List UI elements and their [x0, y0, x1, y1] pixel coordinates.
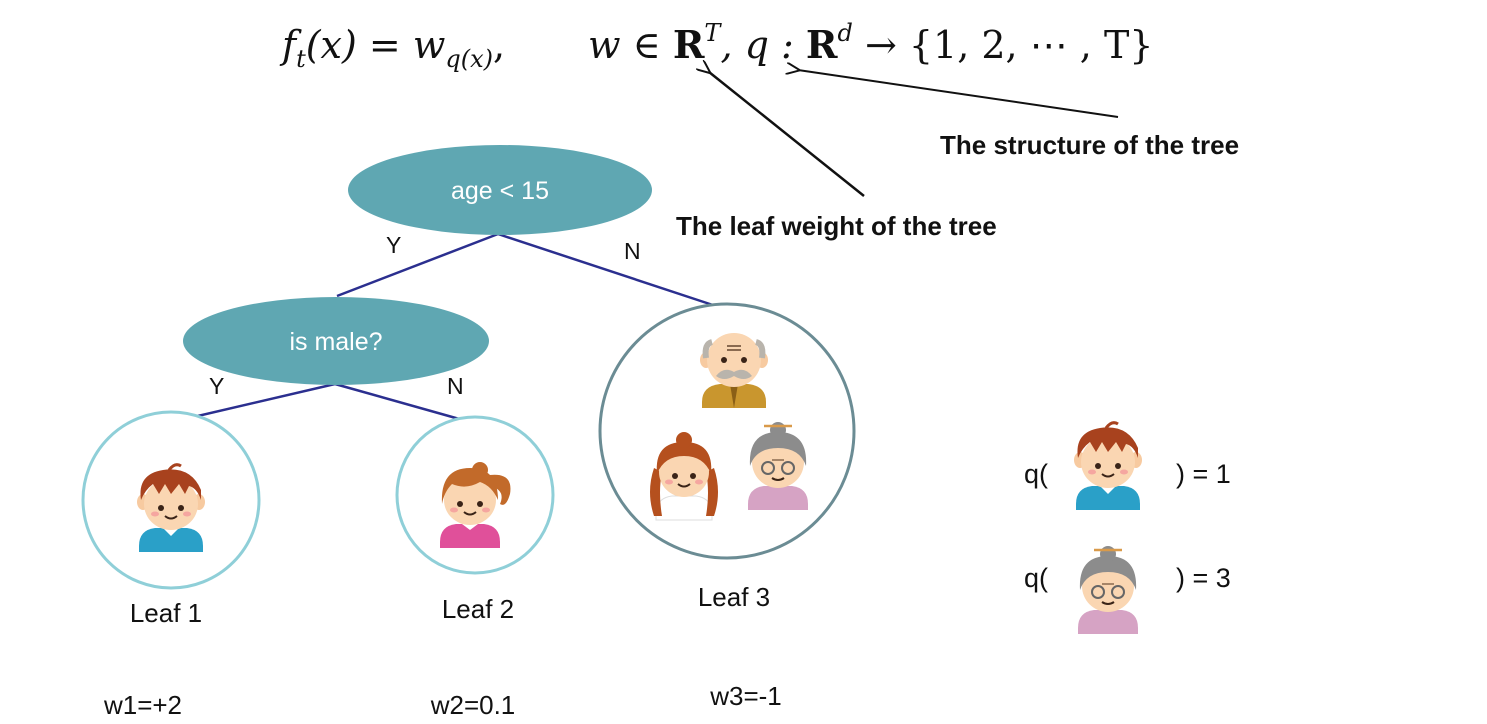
- example-1-suffix: ) = 1: [1176, 459, 1231, 489]
- formula-comma: ,: [493, 23, 505, 67]
- structure-annotation: The structure of the tree: [940, 130, 1239, 160]
- formula-lhs-arg: (x) = w: [306, 23, 446, 67]
- formula-rhs: w ∈ RT, q : Rd → {1, 2, ⋯ , T}: [588, 19, 1153, 67]
- child-node: [183, 297, 489, 385]
- child-node-label: is male?: [289, 328, 382, 356]
- root-node-label: age < 15: [451, 177, 549, 205]
- example-2-prefix: q(: [1024, 563, 1048, 593]
- boy-example-icon: [1072, 421, 1144, 512]
- leaf-3-weight: w3=-1: [709, 681, 782, 711]
- formula-R1: R: [673, 22, 705, 67]
- leaf-3-label: Leaf 3: [698, 582, 770, 612]
- edge-root-no: [497, 232, 729, 312]
- formula-d-superscript: d: [837, 19, 852, 47]
- grandfather-icon: [700, 333, 768, 408]
- leaf-1-weight: w1=+2: [103, 690, 182, 720]
- leaf-1-label: Leaf 1: [130, 598, 202, 628]
- child-yes-label: Y: [209, 373, 224, 399]
- formula-w-in: w ∈: [588, 23, 673, 67]
- edge-child-no: [334, 382, 471, 424]
- formula-q-part: , q :: [720, 23, 805, 67]
- root-no-label: N: [624, 238, 641, 264]
- leaf-weight-annotation: The leaf weight of the tree: [676, 211, 997, 241]
- leaf-2-weight: w2=0.1: [430, 690, 516, 720]
- grandmother-example-icon: [1076, 544, 1140, 636]
- formula-T-superscript: T: [704, 19, 722, 47]
- root-node: [348, 145, 652, 235]
- example-1-prefix: q(: [1024, 459, 1048, 489]
- formula-R2: R: [806, 22, 838, 67]
- edge-root-yes: [336, 232, 499, 298]
- formula-t-subscript: t: [296, 45, 306, 73]
- formula-arrow-set: → {1, 2, ⋯ , T}: [853, 23, 1154, 67]
- leaf-weight-arrow: [709, 72, 865, 197]
- example-2-suffix: ) = 3: [1176, 563, 1231, 593]
- root-yes-label: Y: [386, 232, 401, 258]
- leaf-2-label: Leaf 2: [442, 594, 514, 624]
- child-no-label: N: [447, 373, 464, 399]
- formula: ft(x) = wq(x),: [279, 23, 505, 73]
- structure-arrow: [798, 70, 1119, 118]
- formula-w-subscript: q(x): [445, 45, 493, 73]
